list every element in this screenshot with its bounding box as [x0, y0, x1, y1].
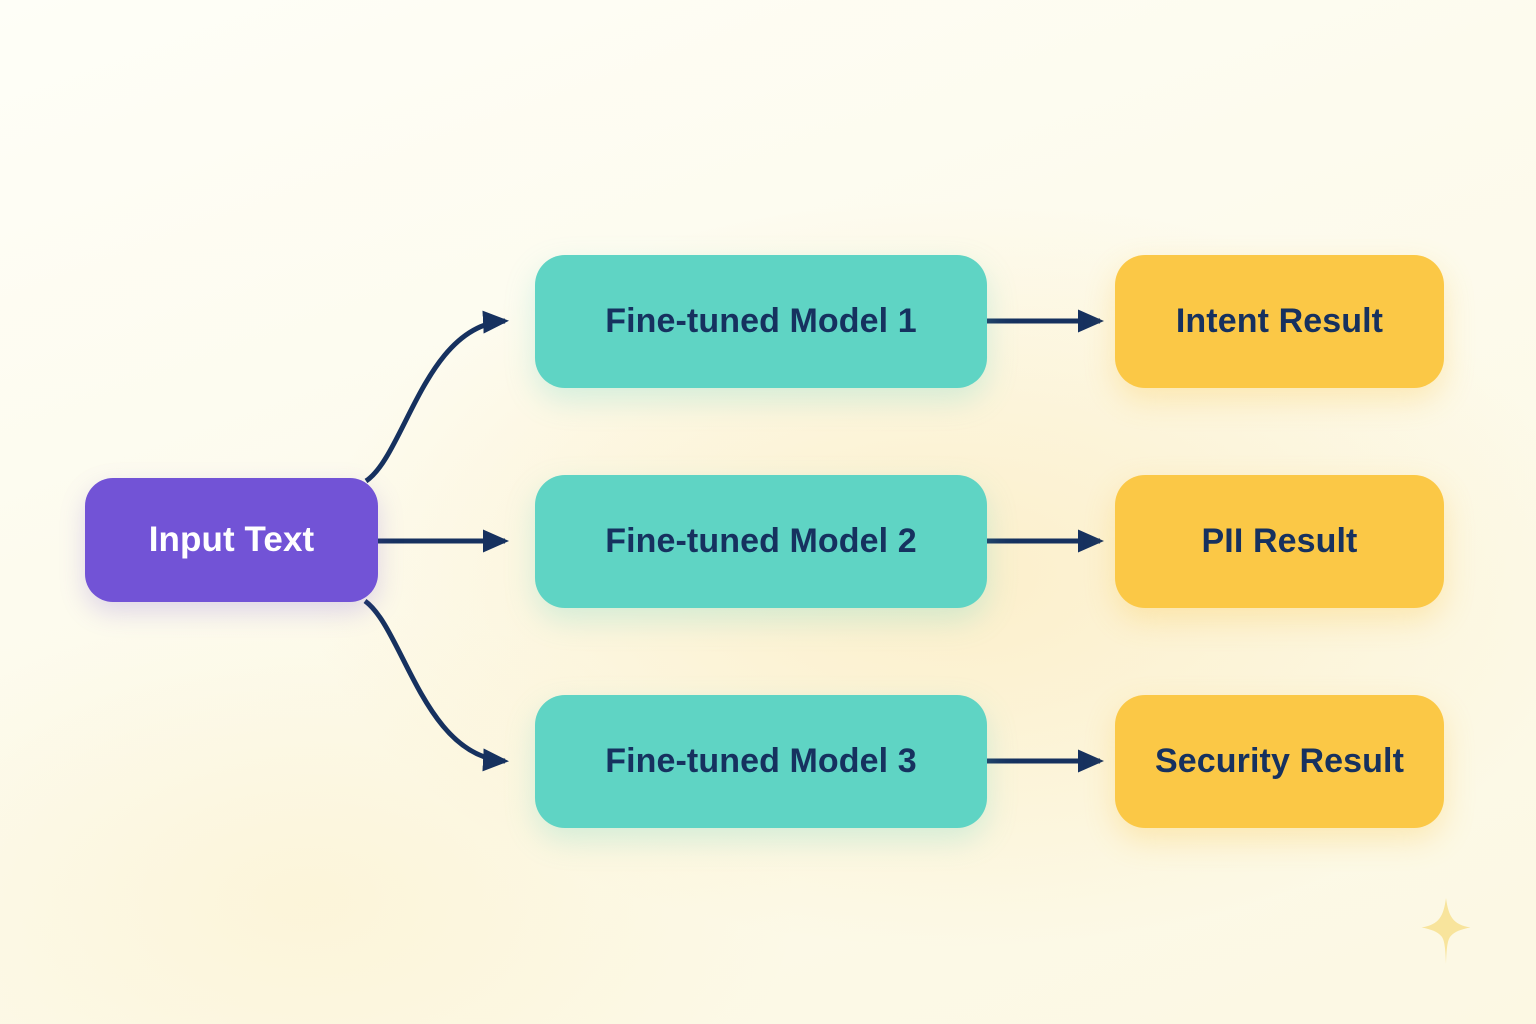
node-intent-result[interactable]: Intent Result	[1115, 255, 1444, 388]
node-security-result[interactable]: Security Result	[1115, 695, 1444, 828]
node-fine-tuned-model-2-label: Fine-tuned Model 2	[605, 521, 917, 560]
edge-input-to-model-1	[364, 310, 509, 484]
node-pii-result-label: PII Result	[1201, 521, 1358, 560]
node-security-result-label: Security Result	[1154, 741, 1405, 780]
node-fine-tuned-model-3-label: Fine-tuned Model 3	[605, 741, 917, 780]
node-input-text[interactable]: Input Text	[85, 478, 378, 602]
node-pii-result[interactable]: PII Result	[1115, 475, 1444, 608]
node-input-text-label: Input Text	[148, 519, 315, 559]
node-fine-tuned-model-1[interactable]: Fine-tuned Model 1	[535, 255, 987, 388]
node-fine-tuned-model-3[interactable]: Fine-tuned Model 3	[535, 695, 987, 828]
node-intent-result-label: Intent Result	[1175, 301, 1384, 340]
node-fine-tuned-model-2[interactable]: Fine-tuned Model 2	[535, 475, 987, 608]
node-fine-tuned-model-1-label: Fine-tuned Model 1	[605, 301, 917, 340]
edge-input-to-model-3	[363, 598, 509, 772]
